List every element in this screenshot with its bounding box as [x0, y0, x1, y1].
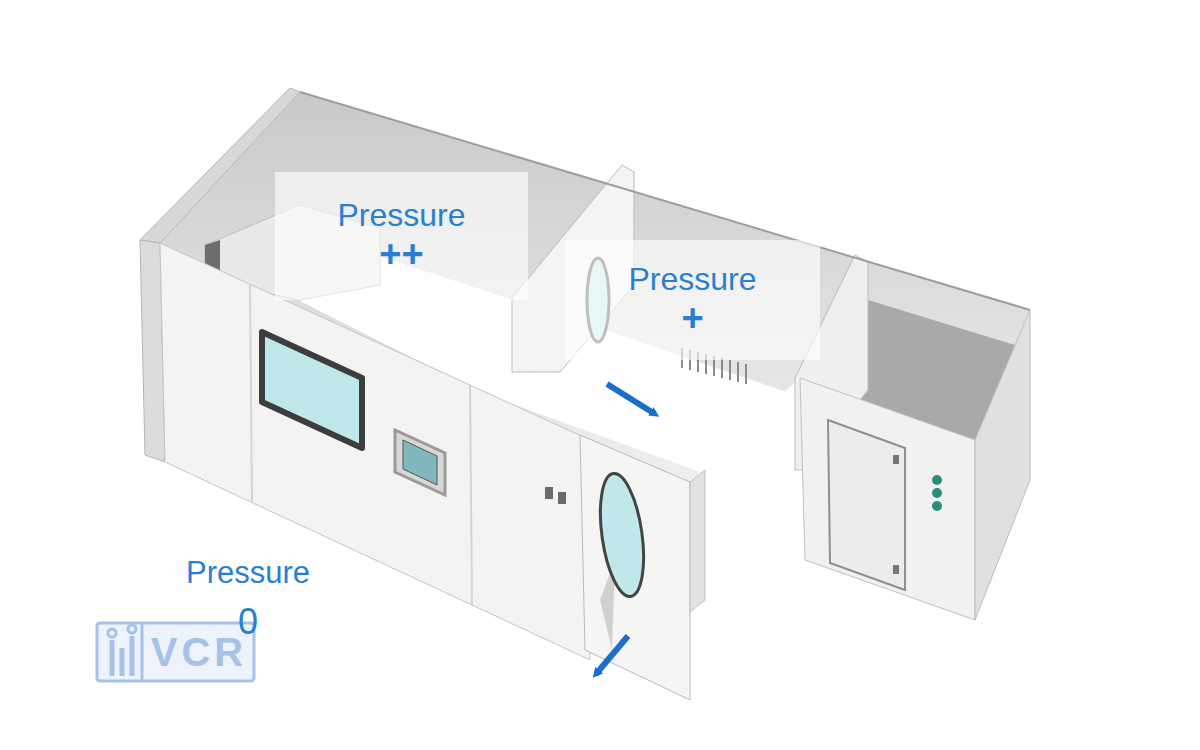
pass-box — [395, 430, 445, 495]
wall-edge — [690, 470, 705, 612]
zone-heading: Pressure — [337, 197, 465, 234]
pressure-level: + — [681, 298, 703, 340]
indicator — [932, 501, 942, 511]
indicator — [932, 488, 942, 498]
switch — [558, 492, 566, 504]
zone-heading: Pressure — [628, 261, 756, 298]
logo-watermark: VCR — [151, 630, 247, 675]
end-wall — [975, 310, 1030, 620]
airflow-arrow — [607, 384, 655, 414]
switch — [545, 487, 553, 499]
front-wall — [160, 243, 590, 660]
door-window — [594, 471, 651, 599]
door — [580, 435, 690, 700]
pressure-level: ++ — [379, 234, 423, 276]
door-panel — [828, 420, 905, 590]
airflow-arrow — [596, 636, 628, 674]
pressure-zone-box: Pressure+ — [565, 240, 820, 360]
logo-frame — [97, 623, 254, 681]
window — [262, 332, 362, 448]
front-wall — [800, 378, 975, 620]
pressure-label: Pressure — [186, 555, 310, 591]
pressure-zone-box: Pressure++ — [275, 172, 528, 300]
indicator — [932, 475, 942, 485]
